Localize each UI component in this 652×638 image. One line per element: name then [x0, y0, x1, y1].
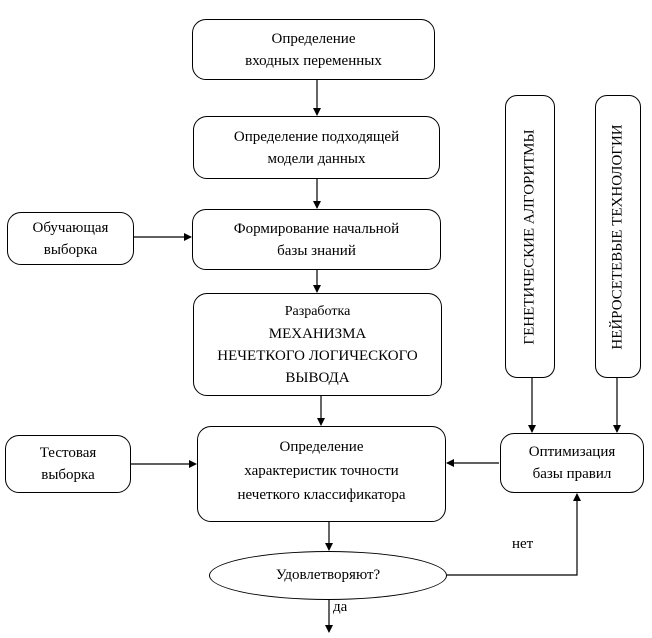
- neural-tech-box: НЕЙРОСЕТЕВЫЕ ТЕХНОЛОГИИ: [595, 95, 641, 378]
- box-line: базы знаний: [277, 243, 356, 259]
- box-line: выборка: [43, 241, 98, 258]
- genetic-algorithms-box: ГЕНЕТИЧЕСКИЕ АЛГОРИТМЫ: [505, 95, 555, 378]
- decision-ellipse: Удовлетворяют?: [209, 551, 447, 600]
- box-line: входных переменных: [245, 52, 382, 69]
- develop-inference-box: Разработка МЕХАНИЗМА НЕЧЕТКОГО ЛОГИЧЕСКО…: [193, 293, 442, 396]
- genetic-algorithms-label: ГЕНЕТИЧЕСКИЕ АЛГОРИТМЫ: [521, 128, 538, 345]
- box-line: характеристик точности: [244, 463, 399, 479]
- edge-label-yes: да: [333, 599, 348, 615]
- box-line: ВЫВОДА: [285, 369, 350, 386]
- form-knowledge-base-box: Формирование начальной базы знаний: [192, 209, 441, 270]
- define-inputs-box: Определение входных переменных: [192, 19, 435, 80]
- define-model-box: Определение подходящей модели данных: [193, 116, 440, 179]
- box-line: Разработка: [284, 303, 351, 319]
- rule-optimization-box: Оптимизация базы правил: [500, 433, 644, 493]
- box-line: Оптимизация: [528, 444, 616, 460]
- arrow-decision-no-to-optimization: [447, 493, 581, 576]
- box-line: модели данных: [267, 150, 366, 167]
- box-line: Обучающая: [32, 219, 109, 236]
- box-line: Тестовая: [39, 445, 97, 461]
- box-line: нечеткого классификатора: [237, 487, 406, 503]
- neural-tech-label: НЕЙРОСЕТЕВЫЕ ТЕХНОЛОГИИ: [609, 123, 626, 350]
- box-line: выборка: [41, 467, 95, 483]
- box-line: НЕЧЕТКОГО ЛОГИЧЕСКОГО: [217, 347, 418, 364]
- box-line: Формирование начальной: [233, 221, 400, 237]
- box-line: базы правил: [532, 466, 612, 482]
- accuracy-box: Определение характеристик точности нечет…: [197, 426, 446, 522]
- box-line: Определение подходящей: [233, 128, 400, 145]
- box-line: Определение: [271, 30, 356, 47]
- edge-label-no: нет: [512, 536, 534, 552]
- test-sample-box: Тестовая выборка: [5, 435, 131, 493]
- training-sample-box: Обучающая выборка: [7, 212, 134, 265]
- box-line: Определение: [279, 439, 364, 455]
- decision-label: Удовлетворяют?: [275, 567, 381, 583]
- box-line: МЕХАНИЗМА: [268, 325, 367, 342]
